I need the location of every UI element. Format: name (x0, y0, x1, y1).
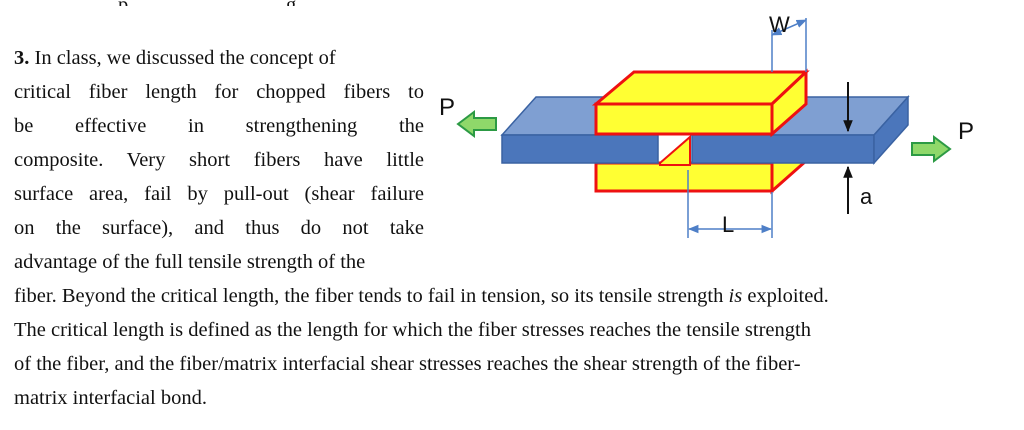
problem-line-1: 3. In class, we discussed the concept of (14, 46, 424, 70)
label-w: W (769, 12, 790, 37)
gap-fiber-visible (659, 134, 691, 166)
right-matrix-front (691, 134, 875, 164)
upper-fiber-side (770, 68, 808, 138)
problem-number: 3. (14, 47, 30, 69)
problem-line-10: of the fiber, and the fiber/matrix inter… (14, 353, 801, 375)
problem-text: In class, we discussed the concept of (34, 47, 336, 69)
line8-end: exploited. (742, 285, 829, 307)
left-force-arrow (456, 110, 497, 138)
upper-fiber-front (594, 102, 774, 136)
problem-line-2: critical fiber length for chopped fibers… (14, 81, 424, 103)
cropped-glyph: p (118, 0, 128, 6)
problem-line-11: matrix interfacial bond. (14, 387, 207, 409)
problem-line-7: advantage of the full tensile strength o… (14, 251, 366, 273)
right-matrix-side (873, 95, 909, 165)
fiber-pullout-diagram: W L a P P (439, 12, 974, 238)
problem-line-6: on the surface), and thus do not take (14, 217, 424, 239)
line8-text: fiber. Beyond the critical length, the f… (14, 285, 729, 307)
left-matrix-front (501, 134, 659, 164)
right-force-arrow (911, 135, 952, 163)
cropped-previous-line: p g (0, 0, 1024, 6)
label-p-right: P (958, 118, 974, 145)
label-p-left: P (439, 94, 455, 121)
upper-fiber-top (591, 70, 810, 106)
problem-line-3: be effective in strengthening the (14, 115, 424, 137)
label-l: L (722, 212, 734, 237)
problem-line-5: surface area, fail by pull-out (shear fa… (14, 183, 424, 205)
label-a: a (860, 184, 873, 209)
cropped-glyph: g (286, 0, 296, 6)
problem-line-4: composite. Very short fibers have little (14, 149, 424, 171)
lower-fiber-front (594, 161, 774, 193)
problem-line-9: The critical length is defined as the le… (14, 319, 811, 341)
w-dim-arrow-back (771, 20, 805, 36)
problem-line-8: fiber. Beyond the critical length, the f… (14, 284, 829, 308)
emphasis-is: is (728, 285, 743, 307)
